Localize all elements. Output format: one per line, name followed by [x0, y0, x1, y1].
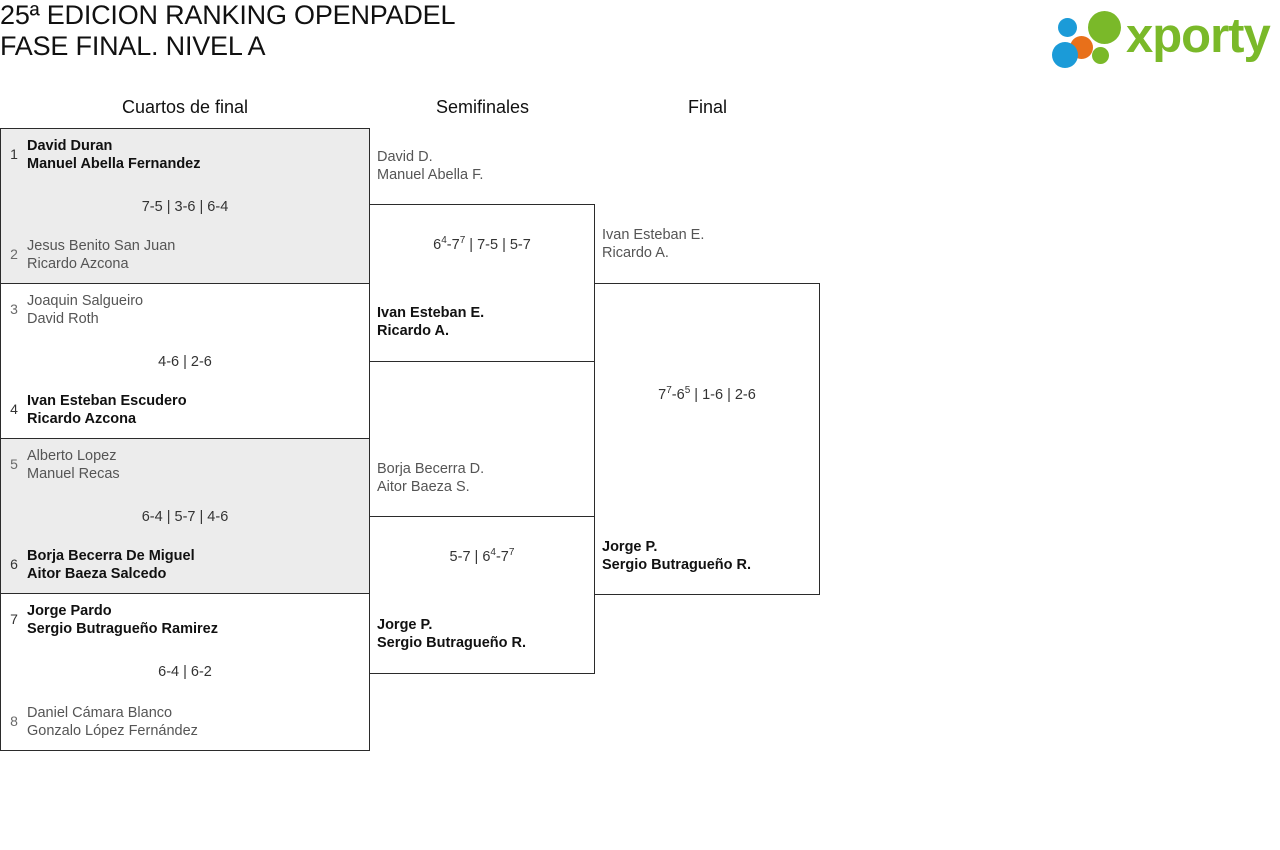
- player-name: Ricardo A.: [602, 245, 669, 261]
- team-players: Jorge Pardo Sergio Butragueño Ramirez: [27, 602, 369, 638]
- team-row[interactable]: 6 Borja Becerra De Miguel Aitor Baeza Sa…: [1, 547, 369, 583]
- team-players: Borja Becerra De Miguel Aitor Baeza Salc…: [27, 547, 369, 583]
- logo-dots-icon: [1050, 10, 1128, 68]
- player-name: Sergio Butragueño R.: [377, 635, 527, 651]
- player-name: Borja Becerra De Miguel: [27, 548, 195, 564]
- seed-number: 4: [10, 401, 18, 417]
- match-score: 6-4 | 6-2: [158, 664, 212, 680]
- match-score: 4-6 | 2-6: [158, 354, 212, 370]
- round-heading-semifinals: Semifinales: [435, 97, 530, 117]
- logo-dot-green-large-icon: [1088, 11, 1121, 44]
- player-name: Ricardo Azcona: [27, 256, 129, 272]
- seed-number: 6: [10, 556, 18, 572]
- match-quarterfinal-4[interactable]: 7 Jorge Pardo Sergio Butragueño Ramirez …: [0, 593, 370, 751]
- player-name: Joaquin Salgueiro: [27, 293, 144, 309]
- player-name: Jorge P.: [377, 617, 433, 633]
- player-name: Ricardo Azcona: [27, 411, 137, 427]
- player-name: Aitor Baeza S.: [377, 479, 470, 495]
- team-players: Daniel Cámara Blanco Gonzalo López Ferná…: [27, 704, 369, 740]
- team-players: Ivan Esteban E. Ricardo A.: [602, 226, 817, 262]
- team-players: Alberto Lopez Manuel Recas: [27, 447, 369, 483]
- team-row[interactable]: Ivan Esteban E. Ricardo A.: [602, 226, 817, 262]
- player-name: David D.: [377, 149, 433, 165]
- match-score: 77-65 | 1-6 | 2-6: [658, 385, 756, 403]
- team-row[interactable]: David D. Manuel Abella F.: [377, 148, 592, 184]
- round-heading-final: Final: [687, 97, 727, 117]
- team-row[interactable]: 3 Joaquin Salgueiro David Roth: [1, 292, 369, 328]
- player-name: Ricardo A.: [377, 323, 449, 339]
- player-name: David Roth: [27, 311, 99, 327]
- round-heading-quarterfinals: Cuartos de final: [121, 97, 249, 117]
- player-name: Manuel Abella Fernandez: [27, 156, 201, 172]
- player-name: Aitor Baeza Salcedo: [27, 566, 167, 582]
- player-name: Manuel Abella F.: [377, 167, 484, 183]
- player-name: Daniel Cámara Blanco: [27, 705, 173, 721]
- player-name: Jorge Pardo: [27, 603, 112, 619]
- team-row[interactable]: 1 David Duran Manuel Abella Fernandez: [1, 137, 369, 173]
- logo-dot-blue-large-icon: [1052, 42, 1078, 68]
- seed-number: 1: [10, 146, 18, 162]
- page-title: 25ª EDICION RANKING OPENPADEL FASE FINAL…: [0, 0, 456, 61]
- match-semifinal-2[interactable]: 5-7 | 64-77: [369, 516, 595, 674]
- player-name: Borja Becerra D.: [377, 461, 485, 477]
- player-name: Sergio Butragueño R.: [602, 557, 752, 573]
- player-name: Manuel Recas: [27, 466, 120, 482]
- player-name: Ivan Esteban E.: [377, 305, 485, 321]
- xporty-logo: xporty: [1044, 6, 1276, 68]
- logo-wordmark: xporty: [1126, 9, 1271, 63]
- team-players: David Duran Manuel Abella Fernandez: [27, 137, 369, 173]
- team-row[interactable]: Ivan Esteban E. Ricardo A.: [377, 304, 592, 340]
- match-score: 6-4 | 5-7 | 4-6: [141, 509, 229, 525]
- player-name: David Duran: [27, 138, 113, 154]
- team-players: Ivan Esteban Escudero Ricardo Azcona: [27, 392, 369, 428]
- player-name: Ivan Esteban E.: [602, 227, 705, 243]
- seed-number: 5: [10, 456, 18, 472]
- team-players: Joaquin Salgueiro David Roth: [27, 292, 369, 328]
- player-name: Sergio Butragueño Ramirez: [27, 621, 218, 637]
- team-players: Jesus Benito San Juan Ricardo Azcona: [27, 237, 369, 273]
- team-players: Ivan Esteban E. Ricardo A.: [377, 304, 592, 340]
- team-players: Jorge P. Sergio Butragueño R.: [602, 538, 817, 574]
- player-name: Ivan Esteban Escudero: [27, 393, 187, 409]
- team-players: Jorge P. Sergio Butragueño R.: [377, 616, 592, 652]
- team-players: Borja Becerra D. Aitor Baeza S.: [377, 460, 592, 496]
- match-quarterfinal-2[interactable]: 3 Joaquin Salgueiro David Roth 4-6 | 2-6…: [0, 283, 370, 439]
- logo-dot-green-small-icon: [1092, 47, 1109, 64]
- logo-dot-blue-small-icon: [1058, 18, 1077, 37]
- seed-number: 3: [10, 301, 18, 317]
- match-final[interactable]: 77-65 | 1-6 | 2-6: [594, 283, 820, 595]
- team-row[interactable]: 7 Jorge Pardo Sergio Butragueño Ramirez: [1, 602, 369, 638]
- team-row[interactable]: 4 Ivan Esteban Escudero Ricardo Azcona: [1, 392, 369, 428]
- team-row[interactable]: 8 Daniel Cámara Blanco Gonzalo López Fer…: [1, 704, 369, 740]
- team-row[interactable]: 2 Jesus Benito San Juan Ricardo Azcona: [1, 237, 369, 273]
- team-players: David D. Manuel Abella F.: [377, 148, 592, 184]
- match-quarterfinal-3[interactable]: 5 Alberto Lopez Manuel Recas 6-4 | 5-7 |…: [0, 438, 370, 594]
- seed-number: 8: [10, 713, 18, 729]
- match-quarterfinal-1[interactable]: 1 David Duran Manuel Abella Fernandez 7-…: [0, 128, 370, 284]
- player-name: Gonzalo López Fernández: [27, 723, 198, 739]
- team-row[interactable]: Jorge P. Sergio Butragueño R.: [377, 616, 592, 652]
- team-row[interactable]: Borja Becerra D. Aitor Baeza S.: [377, 460, 592, 496]
- player-name: Jorge P.: [602, 539, 658, 555]
- match-score: 7-5 | 3-6 | 6-4: [141, 199, 229, 215]
- player-name: Jesus Benito San Juan: [27, 238, 176, 254]
- match-semifinal-1[interactable]: 64-77 | 7-5 | 5-7: [369, 204, 595, 362]
- match-score: 64-77 | 7-5 | 5-7: [433, 235, 531, 253]
- seed-number: 7: [10, 611, 18, 627]
- player-name: Alberto Lopez: [27, 448, 117, 464]
- seed-number: 2: [10, 246, 18, 262]
- team-row[interactable]: 5 Alberto Lopez Manuel Recas: [1, 447, 369, 483]
- match-score: 5-7 | 64-77: [449, 547, 515, 565]
- team-row[interactable]: Jorge P. Sergio Butragueño R.: [602, 538, 817, 574]
